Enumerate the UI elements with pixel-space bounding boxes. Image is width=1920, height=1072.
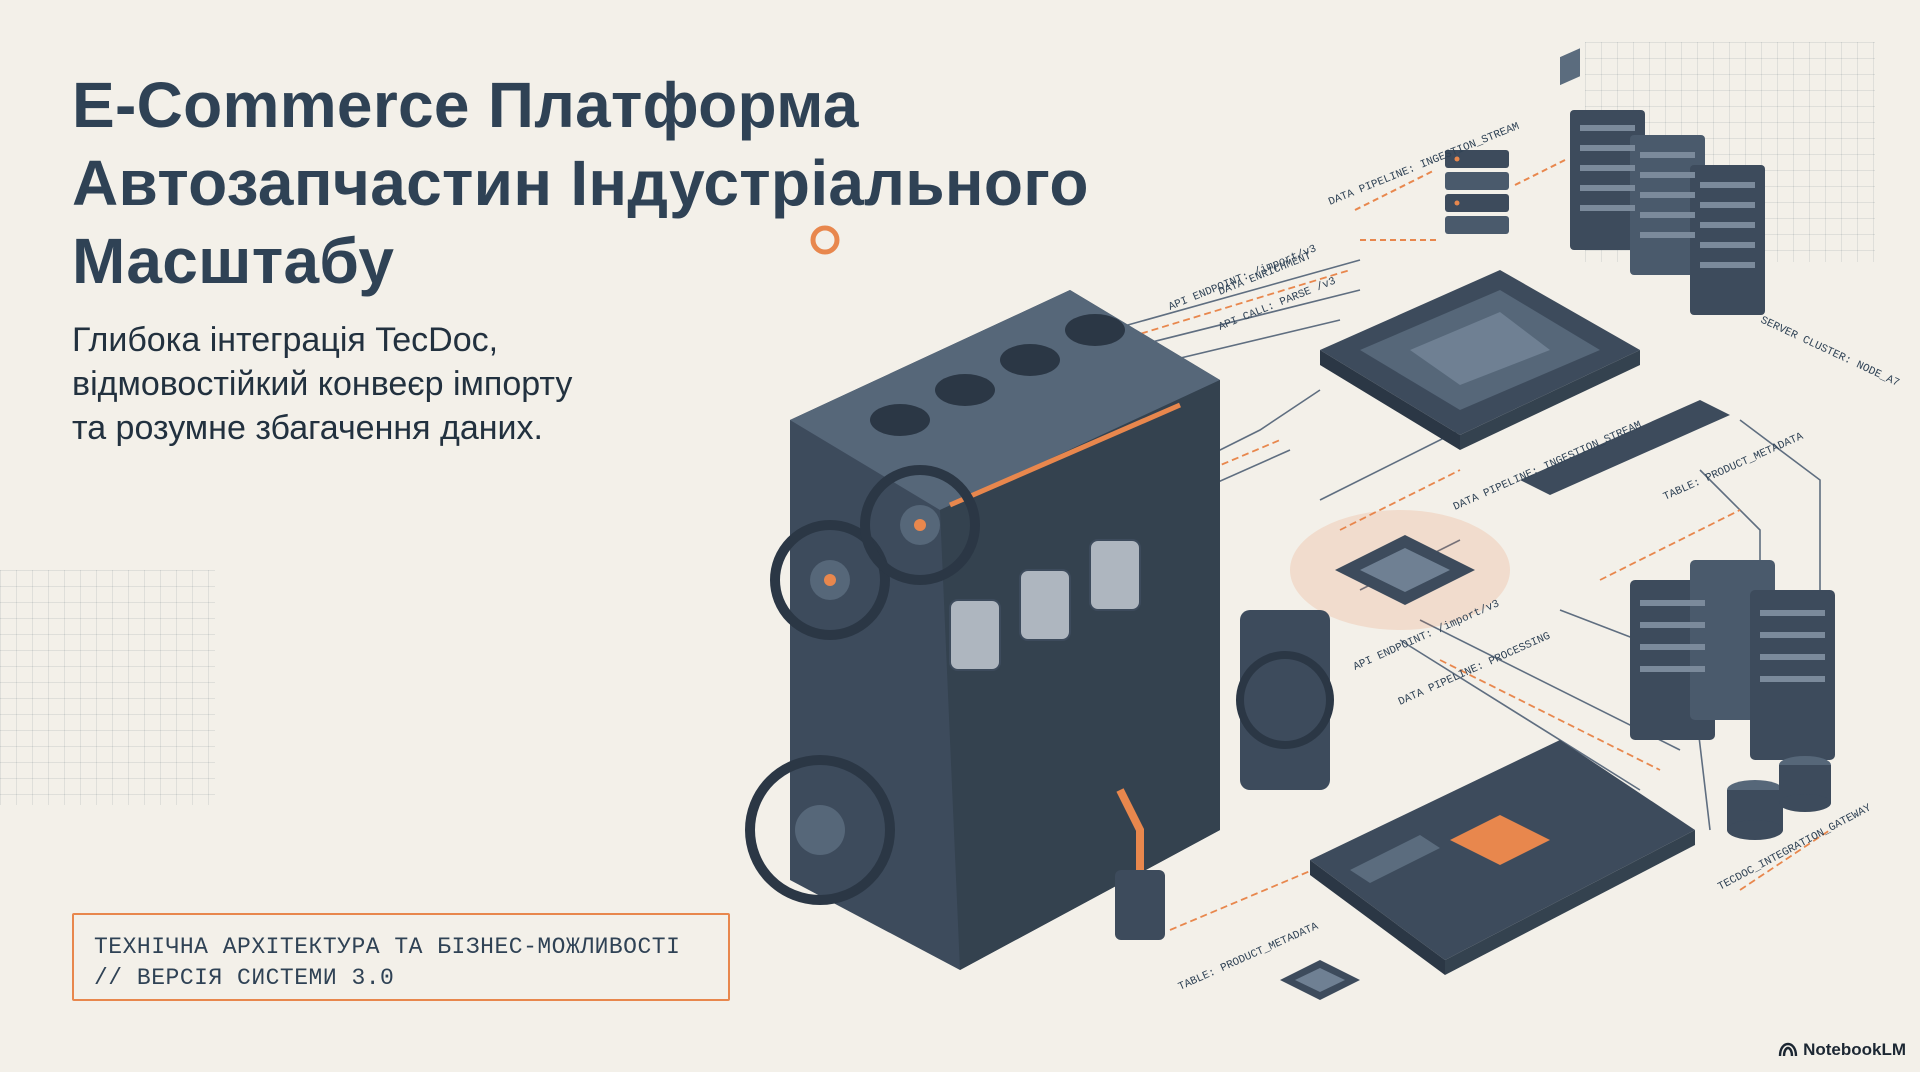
engine-block-illustration (745, 225, 1334, 970)
main-processor-chip-icon (1320, 270, 1640, 450)
label-table-metadata: TABLE: PRODUCT_METADATA (1662, 431, 1806, 504)
server-cluster-icon (1630, 560, 1835, 760)
notebooklm-logo-icon (1778, 1042, 1798, 1057)
spec-box: ТЕХНІЧНА АРХІТЕКТУРА ТА БІЗНЕС-МОЖЛИВОСТ… (72, 913, 730, 1001)
spec-line-1: ТЕХНІЧНА АРХІТЕКТУРА ТА БІЗНЕС-МОЖЛИВОСТ… (94, 934, 681, 960)
slide-title-line-2: Автозапчастин Індустріального (72, 147, 1089, 219)
slide-subtitle: Глибока інтеграція TecDoc, відмовостійки… (72, 318, 712, 450)
slide-title-line-1: E-Commerce Платформа (72, 69, 859, 141)
subtitle-line-3: та розумне збагачення даних. (72, 409, 543, 447)
infrastructure-illustration-top: DATA PIPELINE: INGESTION_STREAM SERVER C… (1327, 110, 1901, 390)
pipeline-link (1354, 159, 1566, 241)
highlighted-chip-icon (1290, 510, 1510, 630)
slide-title-line-3: Масштабу (72, 225, 395, 297)
slide-title: E-Commerce Платформа Автозапчастин Індус… (72, 66, 1172, 300)
subtitle-line-2: відмовостійкий конвеєр імпорту (72, 365, 573, 403)
subtitle-line-1: Глибока інтеграція TecDoc, (72, 321, 499, 359)
circuit-board-icon (1310, 740, 1695, 975)
server-rack-icon (1570, 110, 1765, 315)
small-chip-icon (1280, 960, 1360, 1000)
database-stack-icon (1445, 150, 1509, 234)
engine-architecture-illustration: API ENDPOINT: /import/v3 DATA ENRICHMENT… (745, 48, 1874, 1000)
logo-text: NotebookLM (1803, 1040, 1906, 1059)
spec-line-2: // ВЕРСІЯ СИСТЕМИ 3.0 (94, 965, 395, 991)
grid-pattern-left (0, 570, 215, 805)
memory-module-icon (1520, 48, 1730, 495)
notebooklm-logo: NotebookLM (1778, 1040, 1906, 1060)
disk-stack-icon (1727, 756, 1831, 840)
